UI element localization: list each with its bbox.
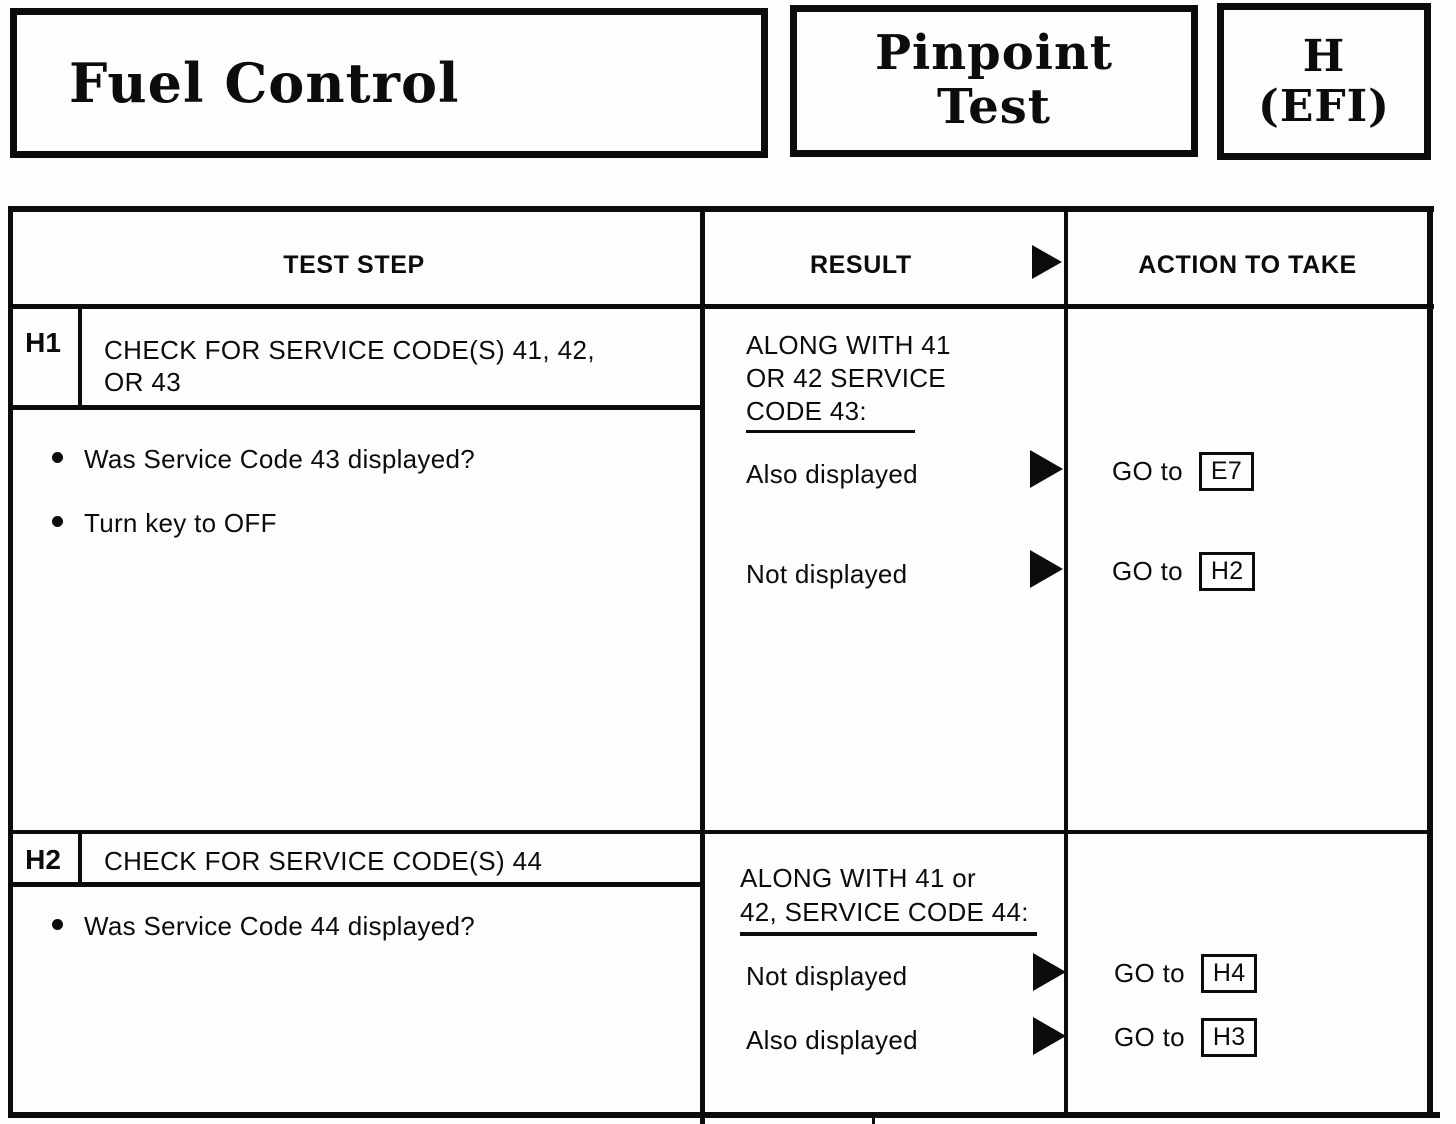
page-title-box: Fuel Control <box>10 8 768 158</box>
step-header-rule-h1 <box>8 405 705 410</box>
bullet-icon <box>52 919 63 930</box>
table-border-top <box>8 206 1434 212</box>
result-heading-h2: ALONG WITH 41 or 42, SERVICE CODE 44: <box>740 861 1037 936</box>
step-header-rule-h2 <box>8 882 705 887</box>
result-heading-h1-line1: ALONG WITH 41 <box>746 330 951 360</box>
column-header-test-step: TEST STEP <box>283 251 425 279</box>
action-target-box: E7 <box>1198 451 1255 491</box>
result-heading-h2-line1: ALONG WITH 41 or <box>740 863 976 893</box>
outcome-result-label: Also displayed <box>746 459 918 489</box>
result-heading-h1: ALONG WITH 41 OR 42 SERVICE CODE 43: <box>746 329 951 433</box>
next-row-stub <box>872 1118 875 1124</box>
test-step-bullet: Was Service Code 44 displayed? <box>52 911 475 942</box>
pinpoint-test-label-line1: Pinpoint <box>874 25 1114 82</box>
column-divider-action <box>1064 206 1068 1114</box>
test-step-bullet: Turn key to OFF <box>52 508 277 539</box>
outcome-result-label: Also displayed <box>746 1025 918 1055</box>
table-border-bottom <box>8 1112 1440 1118</box>
outcome-arrow-icon <box>1033 1017 1066 1055</box>
outcome-action: GO to H2 <box>1112 550 1256 592</box>
outcome-action: GO to H3 <box>1114 1016 1258 1058</box>
result-heading-h1-line2: OR 42 SERVICE <box>746 363 946 393</box>
step-id-divider-h2 <box>78 830 82 885</box>
action-target-box: H3 <box>1200 1017 1258 1057</box>
step-title-h1-line2: OR 43 <box>104 367 182 397</box>
action-goto-label: GO to <box>1112 555 1183 586</box>
bullet-icon <box>52 452 63 463</box>
step-title-h2: CHECK FOR SERVICE CODE(S) 44 <box>104 845 684 877</box>
result-heading-h1-line3: CODE 43: <box>746 395 915 433</box>
step-id-h1: H1 <box>25 327 61 358</box>
outcome-result-label: Not displayed <box>746 559 908 589</box>
page-title: Fuel Control <box>69 50 460 115</box>
pinpoint-test-label-line2: Test <box>937 79 1051 135</box>
table-border-right <box>1427 206 1433 1118</box>
step-id-divider-h1 <box>78 306 82 407</box>
bullet-text: Was Service Code 43 displayed? <box>84 444 476 474</box>
step-title-h1-line1: CHECK FOR SERVICE CODE(S) 41, 42, <box>104 335 595 365</box>
column-header-action: ACTION TO TAKE <box>1138 251 1357 279</box>
test-id-system: (EFI) <box>1258 80 1390 132</box>
pinpoint-test-box: Pinpoint Test <box>790 5 1198 157</box>
outcome-arrow-icon <box>1030 450 1063 488</box>
action-target-box: H4 <box>1200 953 1258 993</box>
step-id-h2: H2 <box>25 844 61 875</box>
action-goto-label: GO to <box>1114 957 1185 988</box>
bullet-text: Turn key to OFF <box>84 508 277 538</box>
bullet-text: Was Service Code 44 displayed? <box>84 911 476 941</box>
outcome-action: GO to H4 <box>1114 952 1258 994</box>
result-arrow-icon <box>1032 245 1062 279</box>
action-target-box: H2 <box>1198 551 1256 591</box>
step-title-h1: CHECK FOR SERVICE CODE(S) 41, 42, OR 43 <box>104 334 684 398</box>
outcome-result-label: Not displayed <box>746 961 908 991</box>
outcome-arrow-icon <box>1033 953 1066 991</box>
outcome-action: GO to E7 <box>1112 450 1255 492</box>
test-id-box: H (EFI) <box>1217 3 1431 160</box>
action-goto-label: GO to <box>1112 455 1183 486</box>
bullet-icon <box>52 516 63 527</box>
column-header-result: RESULT <box>810 251 912 279</box>
step-title-h2-line1: CHECK FOR SERVICE CODE(S) 44 <box>104 846 543 876</box>
table-border-left <box>8 206 13 1118</box>
section-divider-h2 <box>8 830 1433 834</box>
column-divider-result <box>700 206 705 1124</box>
action-goto-label: GO to <box>1114 1021 1185 1052</box>
test-id-letter: H <box>1302 31 1346 83</box>
header-row-divider <box>8 304 1434 309</box>
test-step-bullet: Was Service Code 43 displayed? <box>52 444 475 475</box>
outcome-arrow-icon <box>1030 550 1063 588</box>
result-heading-h2-line2: 42, SERVICE CODE 44: <box>740 895 1037 936</box>
